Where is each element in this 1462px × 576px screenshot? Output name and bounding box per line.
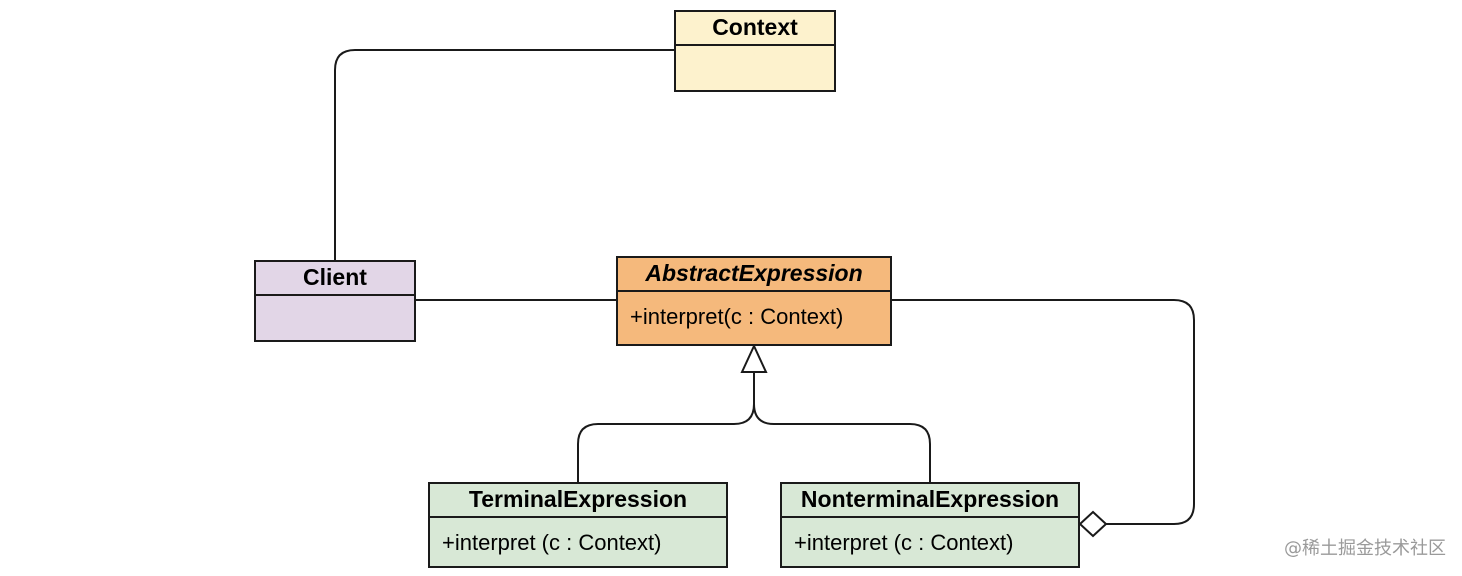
- generalization-arrowhead: [740, 343, 768, 373]
- watermark: @稀土掘金技术社区: [1284, 538, 1446, 559]
- abstract-expression-class-name: AbstractExpression: [618, 258, 890, 292]
- terminal-expression-method: +interpret (c : Context): [442, 530, 662, 555]
- abstract-expression-class: AbstractExpression +interpret(c : Contex…: [616, 256, 892, 346]
- nonterminal-expression-class: NonterminalExpression +interpret (c : Co…: [780, 482, 1080, 568]
- nonterminal-expression-class-name: NonterminalExpression: [782, 484, 1078, 518]
- client-class: Client: [254, 260, 416, 342]
- nonterminal-expression-method: +interpret (c : Context): [794, 530, 1014, 555]
- generalization-trunk: [577, 372, 755, 482]
- client-context-association: [334, 49, 674, 260]
- client-class-name: Client: [256, 262, 414, 296]
- terminal-expression-class-name: TerminalExpression: [430, 484, 726, 518]
- context-class: Context: [674, 10, 836, 92]
- nonterminal-abstract-aggregation-line: [892, 299, 1195, 525]
- aggregation-diamond: [1078, 510, 1108, 538]
- terminal-expression-class: TerminalExpression +interpret (c : Conte…: [428, 482, 728, 568]
- abstract-expression-method: +interpret(c : Context): [630, 304, 844, 329]
- generalization-branch-right: [753, 403, 931, 482]
- context-class-name: Context: [676, 12, 834, 46]
